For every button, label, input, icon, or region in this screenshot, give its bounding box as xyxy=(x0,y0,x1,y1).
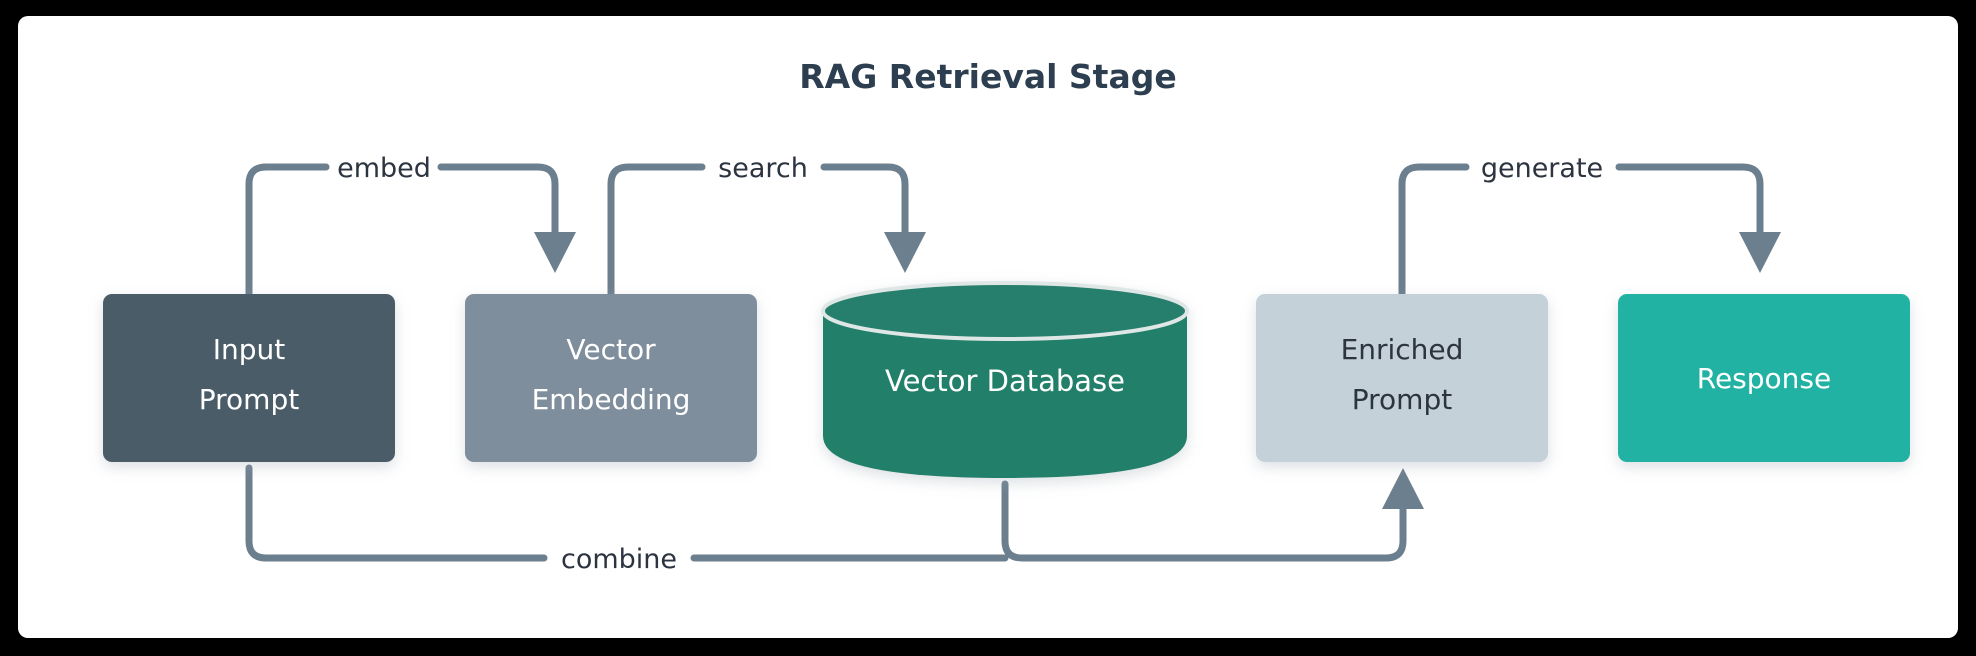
edge-embed-path-left xyxy=(245,163,330,298)
edge-search-label: search xyxy=(718,153,808,184)
node-enriched-prompt-label-line1: Enriched xyxy=(1341,333,1464,366)
edge-search-arrowhead-icon xyxy=(884,232,926,273)
edge-embed-arrowhead-icon xyxy=(534,232,576,273)
node-enriched-prompt-shape[interactable] xyxy=(1256,294,1548,462)
rag-retrieval-diagram: RAG Retrieval Stage embed search xyxy=(103,57,1910,575)
node-response[interactable] xyxy=(1618,294,1910,462)
edge-generate-label: generate xyxy=(1481,153,1603,184)
edge-embed-label: embed xyxy=(337,153,431,184)
node-enriched-prompt[interactable] xyxy=(1256,294,1548,462)
edge-combine-path-left xyxy=(245,464,548,562)
diagram-canvas: RAG Retrieval Stage embed search xyxy=(18,16,1958,638)
node-vector-embedding-label-line2: Embedding xyxy=(532,383,691,416)
node-input-prompt[interactable] xyxy=(103,294,395,462)
node-input-prompt-label-line2: Prompt xyxy=(199,383,299,416)
edge-search-path-right xyxy=(820,163,909,238)
page-title: RAG Retrieval Stage xyxy=(799,57,1176,96)
edge-embed: embed xyxy=(245,153,576,298)
edge-generate: generate xyxy=(1398,153,1781,298)
node-response-shape[interactable] xyxy=(1618,294,1910,462)
node-input-prompt-shape[interactable] xyxy=(103,294,395,462)
edge-embed-path-right xyxy=(437,163,559,238)
edge-search-path-left xyxy=(607,163,706,298)
node-vector-database-top-ellipse xyxy=(821,281,1189,341)
edge-generate-path-right xyxy=(1615,163,1764,238)
edge-combine: combine xyxy=(245,464,1424,575)
node-vector-database[interactable] xyxy=(821,281,1189,478)
node-enriched-prompt-label-line2: Prompt xyxy=(1352,383,1452,416)
edge-generate-path-left xyxy=(1398,163,1470,298)
node-vector-database-body[interactable] xyxy=(823,311,1187,478)
node-vector-embedding-label-line1: Vector xyxy=(566,333,656,366)
edge-combine-label: combine xyxy=(561,544,677,575)
edge-generate-arrowhead-icon xyxy=(1739,232,1781,273)
edge-combine-arrowhead-icon xyxy=(1382,468,1424,509)
node-vector-database-label: Vector Database xyxy=(885,364,1125,398)
edge-combine-path-right xyxy=(1001,480,1407,562)
node-vector-embedding[interactable] xyxy=(465,294,757,462)
edge-search: search xyxy=(607,153,926,298)
node-input-prompt-label-line1: Input xyxy=(213,333,286,366)
node-response-label: Response xyxy=(1697,362,1831,395)
node-vector-embedding-shape[interactable] xyxy=(465,294,757,462)
